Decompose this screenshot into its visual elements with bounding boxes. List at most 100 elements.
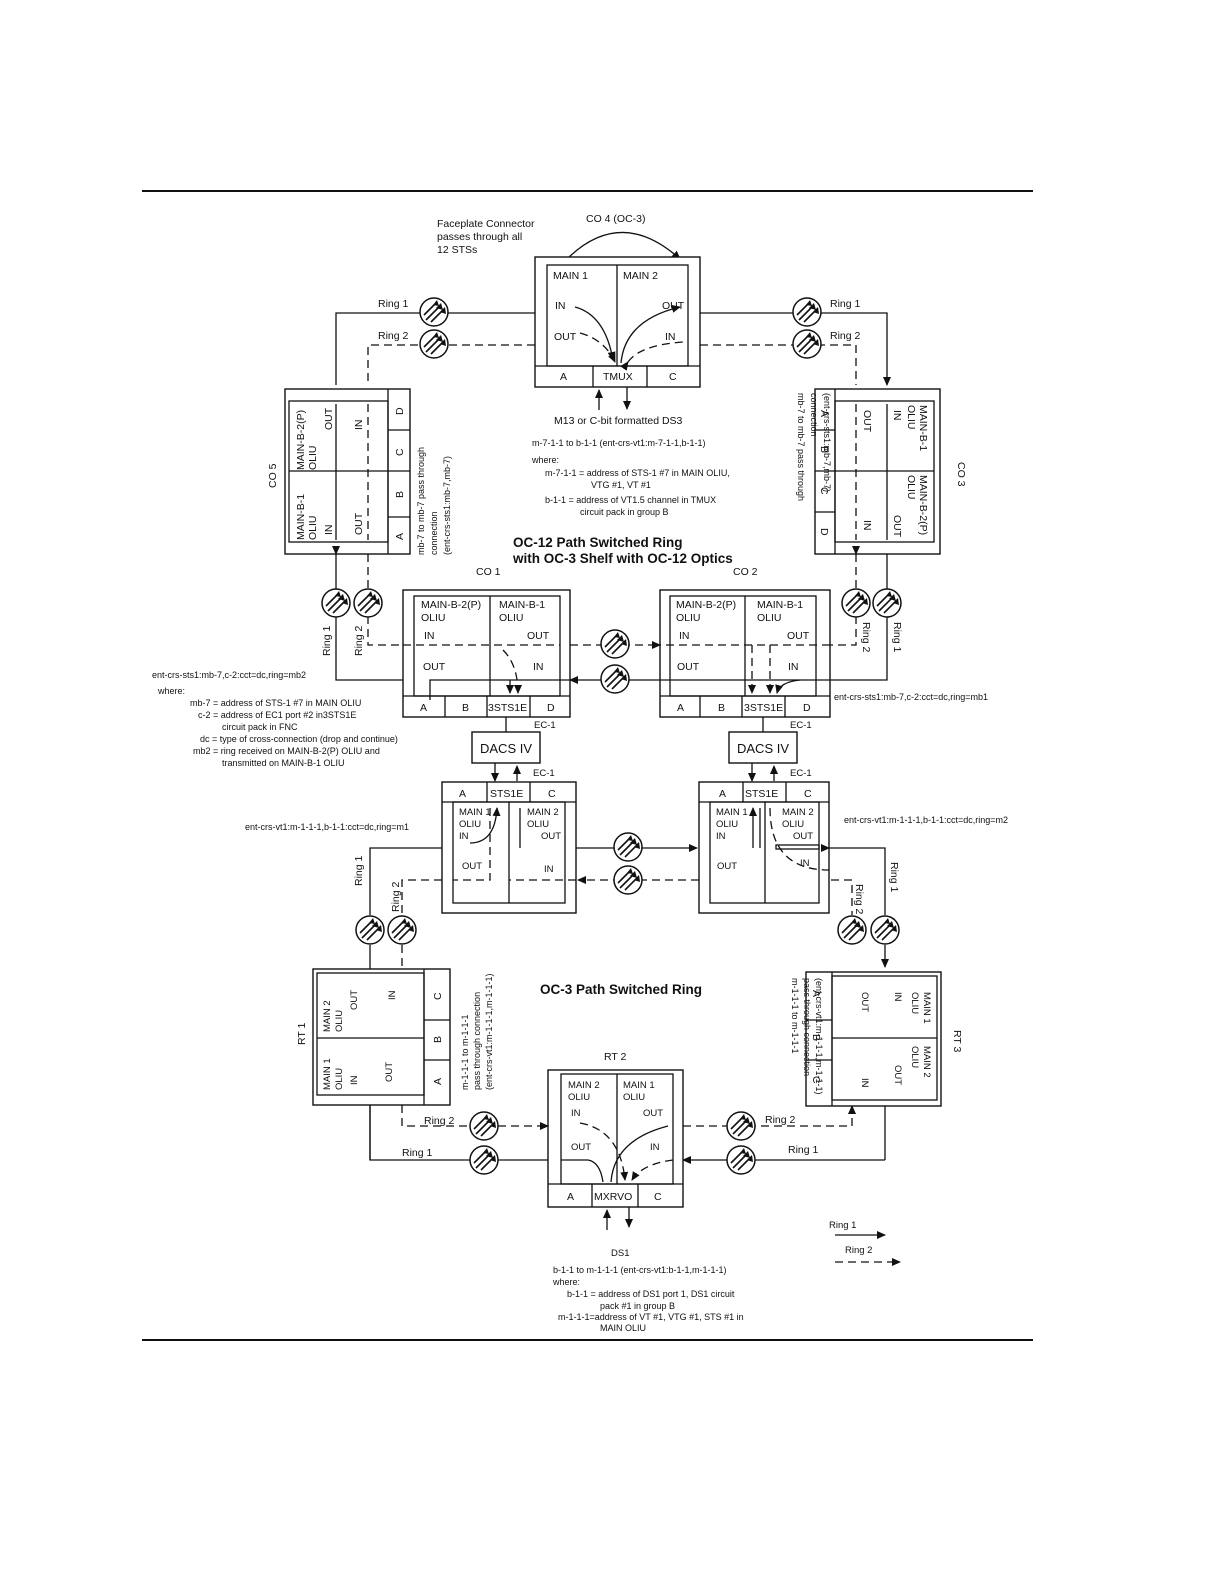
- svg-text:OUT: OUT: [859, 992, 870, 1012]
- svg-text:with OC-3 Shelf with OC-12 Opt: with OC-3 Shelf with OC-12 Optics: [512, 551, 733, 566]
- svg-text:OUT: OUT: [527, 630, 550, 642]
- svg-text:OUT: OUT: [861, 410, 873, 433]
- co2-ec1: EC-1: [790, 720, 812, 731]
- svg-text:Ring 1: Ring 1: [888, 862, 900, 893]
- svg-text:m-7-1-1 = address of STS-1 #7: m-7-1-1 = address of STS-1 #7 in MAIN OL…: [545, 468, 730, 478]
- svg-text:Ring 2: Ring 2: [424, 1115, 455, 1127]
- svg-text:OLIU: OLIU: [909, 992, 920, 1014]
- svg-text:circuit pack in group B: circuit pack in group B: [580, 507, 669, 517]
- ds3-label: M13 or C-bit formatted DS3: [554, 415, 683, 427]
- svg-text:IN: IN: [387, 990, 398, 1000]
- svg-text:IN: IN: [716, 831, 726, 842]
- svg-text:IN: IN: [533, 661, 544, 673]
- svg-text:B: B: [718, 702, 725, 714]
- svg-text:MAIN 2: MAIN 2: [623, 270, 658, 282]
- svg-text:Ring 1: Ring 1: [829, 1220, 856, 1231]
- svg-text:OUT: OUT: [892, 1065, 903, 1085]
- rt2-shelf: MAIN 2 OLIU MAIN 1 OLIU IN OUT OUT IN A …: [547, 1069, 684, 1208]
- svg-text:MAIN 1: MAIN 1: [623, 1080, 655, 1091]
- svg-text:A: A: [560, 371, 567, 383]
- co3-note: mb-7 to mb-7 pass through connection (en…: [796, 393, 832, 504]
- svg-text:OLIU: OLIU: [905, 475, 917, 500]
- legend: Ring 1 Ring 2: [829, 1220, 901, 1266]
- svg-text:MAIN 1: MAIN 1: [716, 807, 748, 818]
- svg-text:MAIN-B-2(P): MAIN-B-2(P): [917, 475, 929, 535]
- svg-text:Ring 1: Ring 1: [788, 1144, 819, 1156]
- svg-text:3STS1E: 3STS1E: [488, 702, 527, 714]
- svg-text:B: B: [394, 491, 406, 498]
- svg-text:Ring 2: Ring 2: [353, 625, 365, 656]
- dacs-right: [728, 731, 798, 764]
- svg-text:OUT: OUT: [662, 300, 685, 312]
- shelf-left-command: ent-crs-vt1:m-1-1-1,b-1-1:cct=dc,ring=m1: [245, 822, 409, 832]
- oc3-title: OC-3 Path Switched Ring: [540, 982, 702, 997]
- svg-text:mb-7 = address of STS-1 #7 in: mb-7 = address of STS-1 #7 in MAIN OLIU: [190, 698, 361, 708]
- co5-label: CO 5: [267, 463, 279, 488]
- faceplate-note: Faceplate Connector passes through all 1…: [437, 218, 537, 256]
- svg-text:MXRVO: MXRVO: [594, 1191, 632, 1203]
- svg-text:OUT: OUT: [571, 1142, 591, 1153]
- svg-text:OLIU: OLIU: [757, 612, 782, 624]
- svg-text:dc = type of cross-connection: dc = type of cross-connection (drop and …: [200, 734, 398, 744]
- shelf-right-command: ent-crs-vt1:m-1-1-1,b-1-1:cct=dc,ring=m2: [844, 815, 1008, 825]
- svg-text:IN: IN: [665, 331, 676, 343]
- svg-text:TMUX: TMUX: [603, 371, 633, 383]
- svg-text:D: D: [547, 702, 555, 714]
- oc3-shelf-left: A STS1E C MAIN 1 OLIU IN MAIN 2 OLIU OUT…: [441, 781, 577, 914]
- svg-text:where:: where:: [552, 1277, 580, 1287]
- svg-text:OLIU: OLIU: [782, 819, 804, 830]
- svg-text:IN: IN: [571, 1108, 581, 1119]
- svg-text:IN: IN: [544, 864, 554, 875]
- svg-text:Ring 1: Ring 1: [891, 622, 903, 653]
- ds1-label: DS1: [611, 1248, 629, 1259]
- svg-text:IN: IN: [323, 525, 335, 536]
- rt1-label: RT 1: [296, 1022, 308, 1045]
- svg-text:OUT: OUT: [323, 407, 335, 430]
- svg-text:3STS1E: 3STS1E: [744, 702, 783, 714]
- svg-text:OLIU: OLIU: [334, 1068, 345, 1090]
- svg-text:OLIU: OLIU: [459, 819, 481, 830]
- rt3-note: m-1-1-1 to m-1-1-1 pass through connecti…: [790, 978, 824, 1095]
- svg-text:MAIN 2: MAIN 2: [782, 807, 814, 818]
- svg-text:OUT: OUT: [787, 630, 810, 642]
- svg-text:IN: IN: [859, 1078, 870, 1088]
- svg-text:where:: where:: [531, 455, 559, 465]
- svg-text:MAIN 1: MAIN 1: [553, 270, 588, 282]
- svg-text:D: D: [394, 407, 406, 415]
- svg-text:OLIU: OLIU: [568, 1092, 590, 1103]
- svg-text:MAIN 2: MAIN 2: [322, 1000, 333, 1032]
- svg-text:OUT: OUT: [554, 331, 577, 343]
- svg-text:DACS IV: DACS IV: [737, 741, 789, 756]
- svg-text:Ring 2: Ring 2: [765, 1114, 796, 1126]
- svg-text:Ring 1: Ring 1: [353, 855, 365, 886]
- svg-text:B: B: [818, 446, 830, 453]
- svg-text:Ring 2: Ring 2: [853, 884, 865, 915]
- svg-text:STS1E: STS1E: [745, 788, 778, 800]
- co2-label: CO 2: [733, 566, 758, 578]
- svg-text:MAIN-B-1: MAIN-B-1: [917, 405, 929, 451]
- svg-text:OUT: OUT: [643, 1108, 663, 1119]
- svg-text:A: A: [810, 990, 822, 997]
- svg-text:OUT: OUT: [423, 661, 446, 673]
- svg-text:m-1-1-1=address of VT #1, VTG: m-1-1-1=address of VT #1, VTG #1, STS #1…: [558, 1312, 744, 1322]
- svg-text:C: C: [810, 1076, 822, 1084]
- svg-text:MAIN-B-2(P): MAIN-B-2(P): [421, 599, 481, 611]
- svg-text:OLIU: OLIU: [334, 1010, 345, 1032]
- svg-text:IN: IN: [424, 630, 435, 642]
- svg-text:A: A: [432, 1078, 444, 1085]
- svg-text:A: A: [677, 702, 684, 714]
- svg-text:OLIU: OLIU: [499, 612, 524, 624]
- svg-text:OUT: OUT: [541, 831, 561, 842]
- svg-text:C: C: [548, 788, 556, 800]
- svg-text:IN: IN: [459, 831, 469, 842]
- svg-text:OUT: OUT: [384, 1062, 395, 1082]
- svg-text:A: A: [567, 1191, 574, 1203]
- svg-text:IN: IN: [800, 858, 810, 869]
- rt3-shelf: MAIN 1 OLIU MAIN 2 OLIU IN OUT OUT IN A …: [805, 971, 942, 1107]
- svg-text:MAIN-B-2(P): MAIN-B-2(P): [676, 599, 736, 611]
- svg-text:C: C: [394, 448, 406, 456]
- svg-text:pack #1 in group B: pack #1 in group B: [600, 1301, 675, 1311]
- co3-label: CO 3: [955, 462, 967, 487]
- svg-text:where:: where:: [157, 686, 185, 696]
- svg-text:C: C: [818, 487, 830, 495]
